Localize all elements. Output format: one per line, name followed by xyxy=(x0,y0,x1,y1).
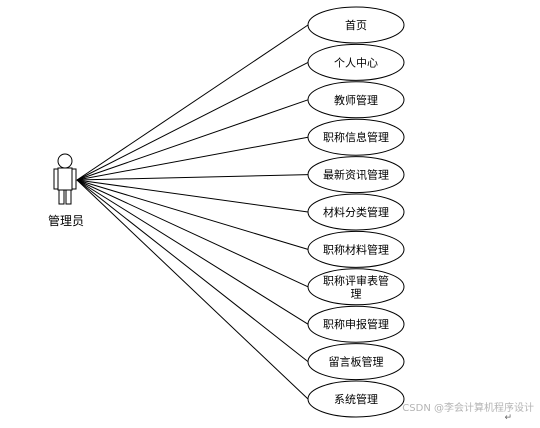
use-case-ellipse xyxy=(307,156,405,194)
actor-right-leg xyxy=(65,189,72,205)
return-mark: ↵ xyxy=(504,413,512,423)
use-case-ellipse xyxy=(307,380,405,418)
use-case-uc-system-mgmt: 系统管理 xyxy=(307,380,405,418)
actor-left-leg xyxy=(58,189,65,205)
use-case-uc-title-info-mgmt: 职称信息管理 xyxy=(307,118,405,156)
use-case-label: 个人中心 xyxy=(334,56,378,69)
use-case-label: 留言板管理 xyxy=(329,355,384,369)
use-case-label: 职称申报管理 xyxy=(323,317,389,331)
use-case-uc-personal-center: 个人中心 xyxy=(307,43,405,81)
use-case-label: 职称评审表管 xyxy=(323,273,389,287)
use-case-ellipse xyxy=(307,230,405,268)
use-case-ellipse xyxy=(307,305,405,343)
use-case-uc-home: 首页 xyxy=(307,6,405,44)
association-line-uc-system-mgmt xyxy=(76,179,309,400)
actor-right-arm xyxy=(71,168,77,190)
use-case-label: 首页 xyxy=(345,18,367,32)
association-line-uc-title-review-form-mgmt xyxy=(76,179,309,288)
use-case-label: 理 xyxy=(351,287,362,300)
use-case-ellipse xyxy=(307,43,405,81)
use-case-uc-material-category-mgmt: 材料分类管理 xyxy=(307,193,405,231)
actor-head xyxy=(57,153,73,169)
association-line-uc-title-application-mgmt xyxy=(76,179,309,325)
use-case-group: 首页个人中心教师管理职称信息管理最新资讯管理材料分类管理职称材料管理职称评审表管… xyxy=(307,6,405,418)
use-case-ellipse xyxy=(307,81,405,119)
use-case-label: 职称材料管理 xyxy=(323,242,389,256)
association-line-uc-news-mgmt xyxy=(76,174,309,181)
actor-left-arm xyxy=(53,168,59,190)
actor-label: 管理员 xyxy=(47,214,84,228)
use-case-uc-news-mgmt: 最新资讯管理 xyxy=(307,156,405,194)
use-case-label: 职称信息管理 xyxy=(323,130,389,144)
actor-figure xyxy=(53,153,77,205)
use-case-uc-title-application-mgmt: 职称申报管理 xyxy=(307,305,405,343)
association-line-uc-message-board-mgmt xyxy=(76,179,309,362)
use-case-uc-teacher-mgmt: 教师管理 xyxy=(307,81,405,119)
use-case-ellipse xyxy=(307,268,405,306)
association-line-uc-teacher-mgmt xyxy=(76,99,309,181)
use-case-label: 教师管理 xyxy=(334,93,378,107)
use-case-ellipse xyxy=(307,118,405,156)
watermark: CSDN @李会计算机程序设计 xyxy=(402,403,534,414)
use-case-ellipse xyxy=(307,6,405,44)
use-case-label: 系统管理 xyxy=(334,392,378,406)
association-line-uc-title-material-mgmt xyxy=(76,179,309,250)
use-case-ellipse xyxy=(307,343,405,381)
use-case-uc-message-board-mgmt: 留言板管理 xyxy=(307,343,405,381)
use-case-label: 材料分类管理 xyxy=(323,205,389,219)
use-case-uc-title-material-mgmt: 职称材料管理 xyxy=(307,230,405,268)
use-case-ellipse xyxy=(307,193,405,231)
association-line-uc-title-info-mgmt xyxy=(76,136,309,181)
use-case-label: 最新资讯管理 xyxy=(323,168,389,182)
actor-body xyxy=(57,167,73,191)
association-line-uc-personal-center xyxy=(76,61,309,181)
association-line-uc-home xyxy=(76,24,309,181)
association-line-uc-material-category-mgmt xyxy=(76,179,309,213)
association-lines xyxy=(76,24,309,400)
